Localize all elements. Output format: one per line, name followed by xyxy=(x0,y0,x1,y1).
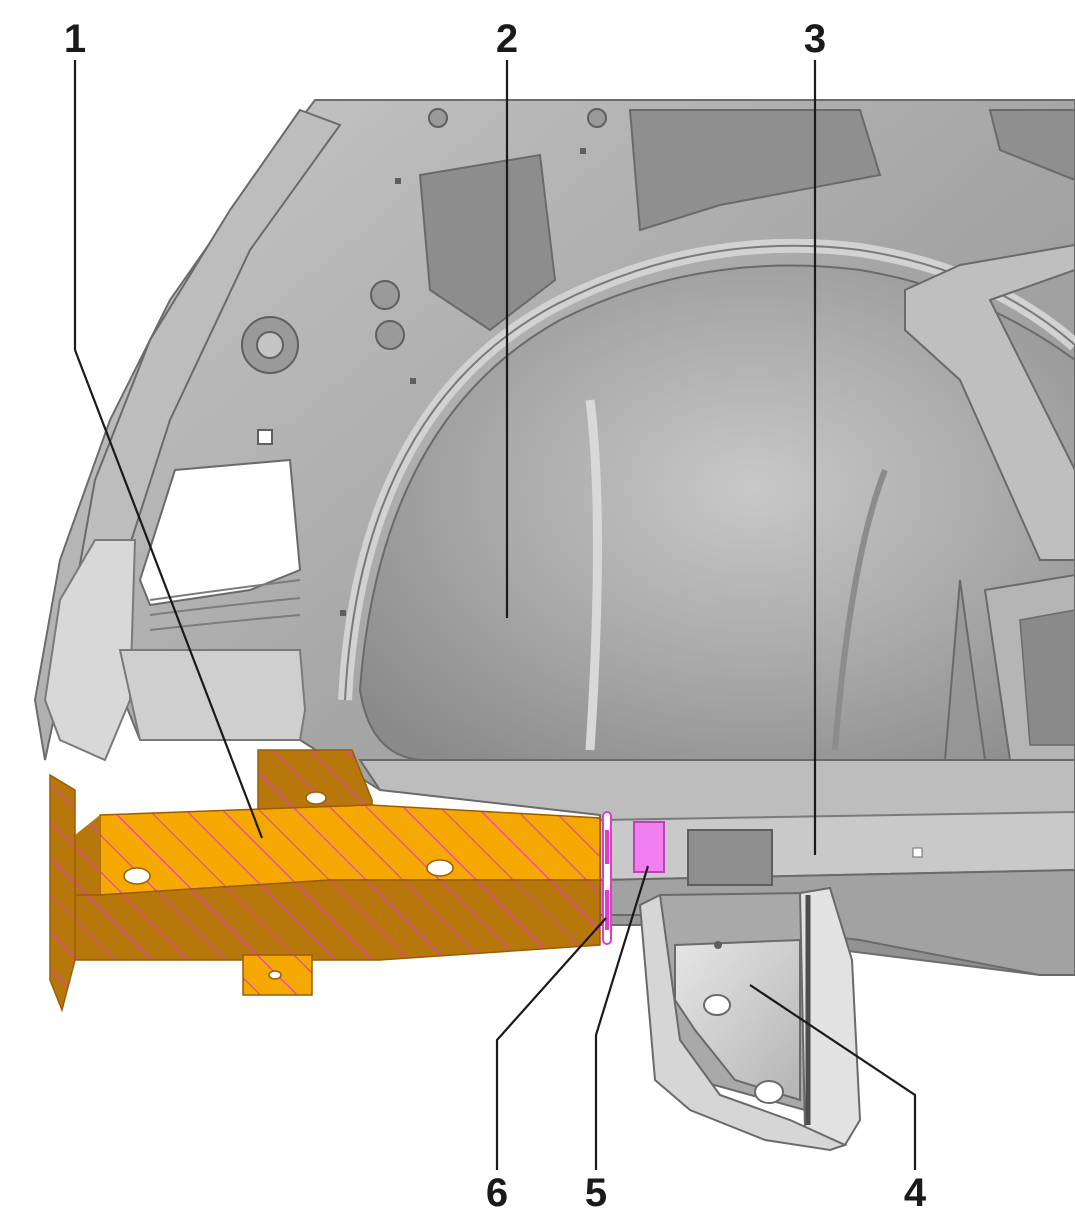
bracket-holes xyxy=(703,994,784,1104)
callout-2: 2 xyxy=(496,17,518,61)
member-holes xyxy=(123,791,454,980)
panel-ribs xyxy=(149,579,301,631)
callout-5: 5 xyxy=(585,1171,607,1210)
bracket-left-wall xyxy=(638,893,848,1152)
leader-5 xyxy=(594,865,650,1170)
side-rail-lip xyxy=(43,539,137,762)
upper-opening-left xyxy=(418,153,557,332)
longitudinal-member-highlighted xyxy=(49,749,601,1013)
side-cutout xyxy=(138,458,302,607)
jack-bracket xyxy=(638,886,862,1152)
arch-rib-right xyxy=(832,468,888,751)
rear-floor-strip xyxy=(599,810,1075,882)
upper-opening-right xyxy=(988,109,1075,182)
upper-opening-center xyxy=(628,109,882,232)
leader-6 xyxy=(495,917,607,1170)
member-side-face xyxy=(69,879,601,961)
leader-4 xyxy=(749,984,917,1170)
callout-numbers: 1 2 3 4 5 6 xyxy=(64,17,927,1210)
callout-1: 1 xyxy=(64,17,86,61)
marker-5-patch xyxy=(633,821,665,873)
ledge-pad xyxy=(687,829,773,886)
callout-3: 3 xyxy=(804,17,826,61)
leader-lines xyxy=(73,60,917,1170)
seam-markers xyxy=(602,811,665,945)
callout-6: 6 xyxy=(486,1171,508,1210)
strut-bracket xyxy=(904,243,1075,561)
arch-rib-left xyxy=(585,399,602,751)
lower-left-panel xyxy=(118,649,307,741)
member-end-flange xyxy=(49,773,76,1013)
callout-4: 4 xyxy=(904,1171,927,1210)
panel-holes xyxy=(241,108,607,374)
member-inner-face xyxy=(75,815,100,900)
